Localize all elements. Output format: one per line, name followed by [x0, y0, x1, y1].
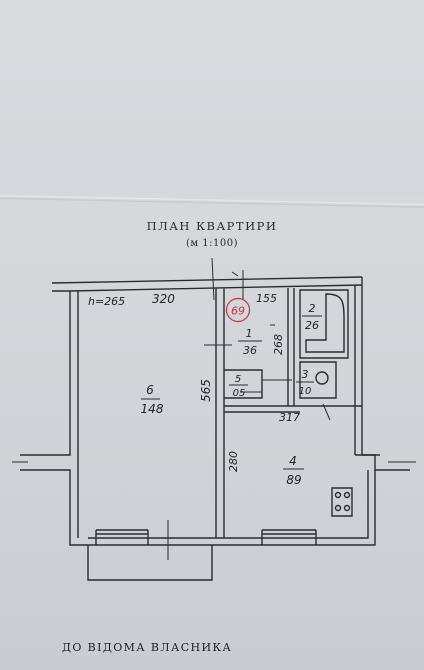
paper-upper-sheet — [0, 0, 424, 200]
room-3-area: 10 — [299, 386, 312, 397]
owner-notice: ДО ВІДОМА ВЛАСНИКА — [62, 641, 233, 654]
plan-walls — [20, 276, 410, 581]
room-6-area: 148 — [141, 402, 164, 416]
ceiling-height-note: h=265 — [88, 295, 125, 308]
dim-room6-length: 565 — [199, 379, 213, 402]
room-4-number: 4 — [289, 454, 297, 468]
dimension-ticks — [12, 257, 416, 560]
dim-room4-width: 317 — [279, 411, 300, 424]
dim-corridor-width: 155 — [256, 292, 277, 305]
room-5-number: 5 — [235, 374, 241, 385]
plan-scale: (м 1:100) — [185, 238, 239, 249]
dim-room6-width: 320 — [152, 292, 175, 306]
room-3-number: 3 — [302, 368, 309, 381]
inventory-mark: 69 — [231, 305, 245, 318]
room-2-number: 2 — [309, 302, 316, 315]
inventory-circle — [225, 297, 251, 323]
dim-corridor-length: 268 — [272, 334, 285, 355]
room-1-area: 36 — [243, 344, 257, 357]
room-6-number: 6 — [146, 383, 154, 397]
room-2-area: 26 — [305, 319, 319, 332]
room-5-area: 05 — [233, 388, 246, 399]
plan-title: ПЛАН КВАРТИРИ — [146, 219, 278, 233]
room-1-number: 1 — [246, 327, 253, 340]
room-4-area: 89 — [286, 473, 301, 487]
dim-room4-length: 280 — [227, 451, 240, 472]
